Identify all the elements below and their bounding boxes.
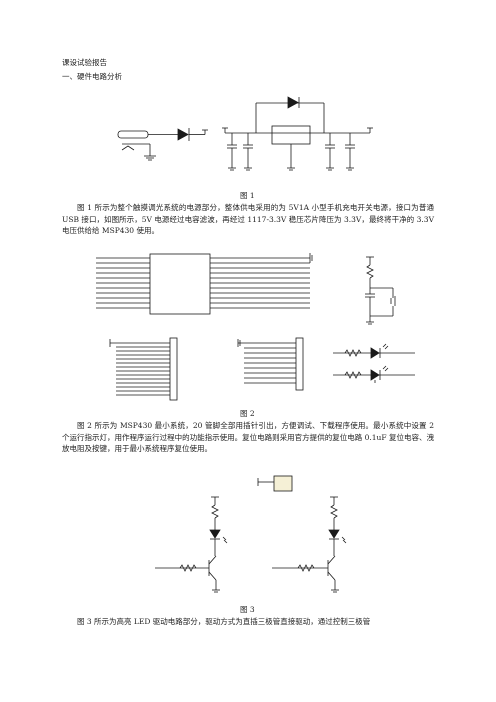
mcu-block [96, 253, 313, 315]
figure-1-paragraph: 图 1 所示为整个触摸调光系统的电源部分，整体供电采用的为 5V1A 小型手机充… [62, 203, 434, 235]
header-left [109, 337, 178, 401]
header-right [237, 337, 304, 391]
section-heading: 一、硬件电路分析 [62, 72, 122, 81]
figure-1-caption: 图 1 [240, 191, 255, 200]
figure-3-caption: 图 3 [240, 605, 255, 614]
indicator-leds [333, 343, 415, 383]
usb-connector-symbol [117, 130, 178, 161]
input-diode-symbol [177, 128, 208, 141]
reset-circuit [365, 256, 396, 325]
figure-2-paragraph: 图 2 所示为 MSP430 最小系统，20 管脚全部用插针引出，方便调试、下载… [62, 421, 434, 453]
led-driver-circuit [155, 475, 347, 593]
figure-2-caption: 图 2 [240, 409, 255, 418]
figure-3-paragraph: 图 3 所示为高亮 LED 驱动电路部分，驱动方式为直插三极管直接驱动，通过控制… [77, 617, 371, 626]
regulator-circuit [222, 96, 373, 171]
report-title: 课设试验报告 [62, 58, 107, 67]
